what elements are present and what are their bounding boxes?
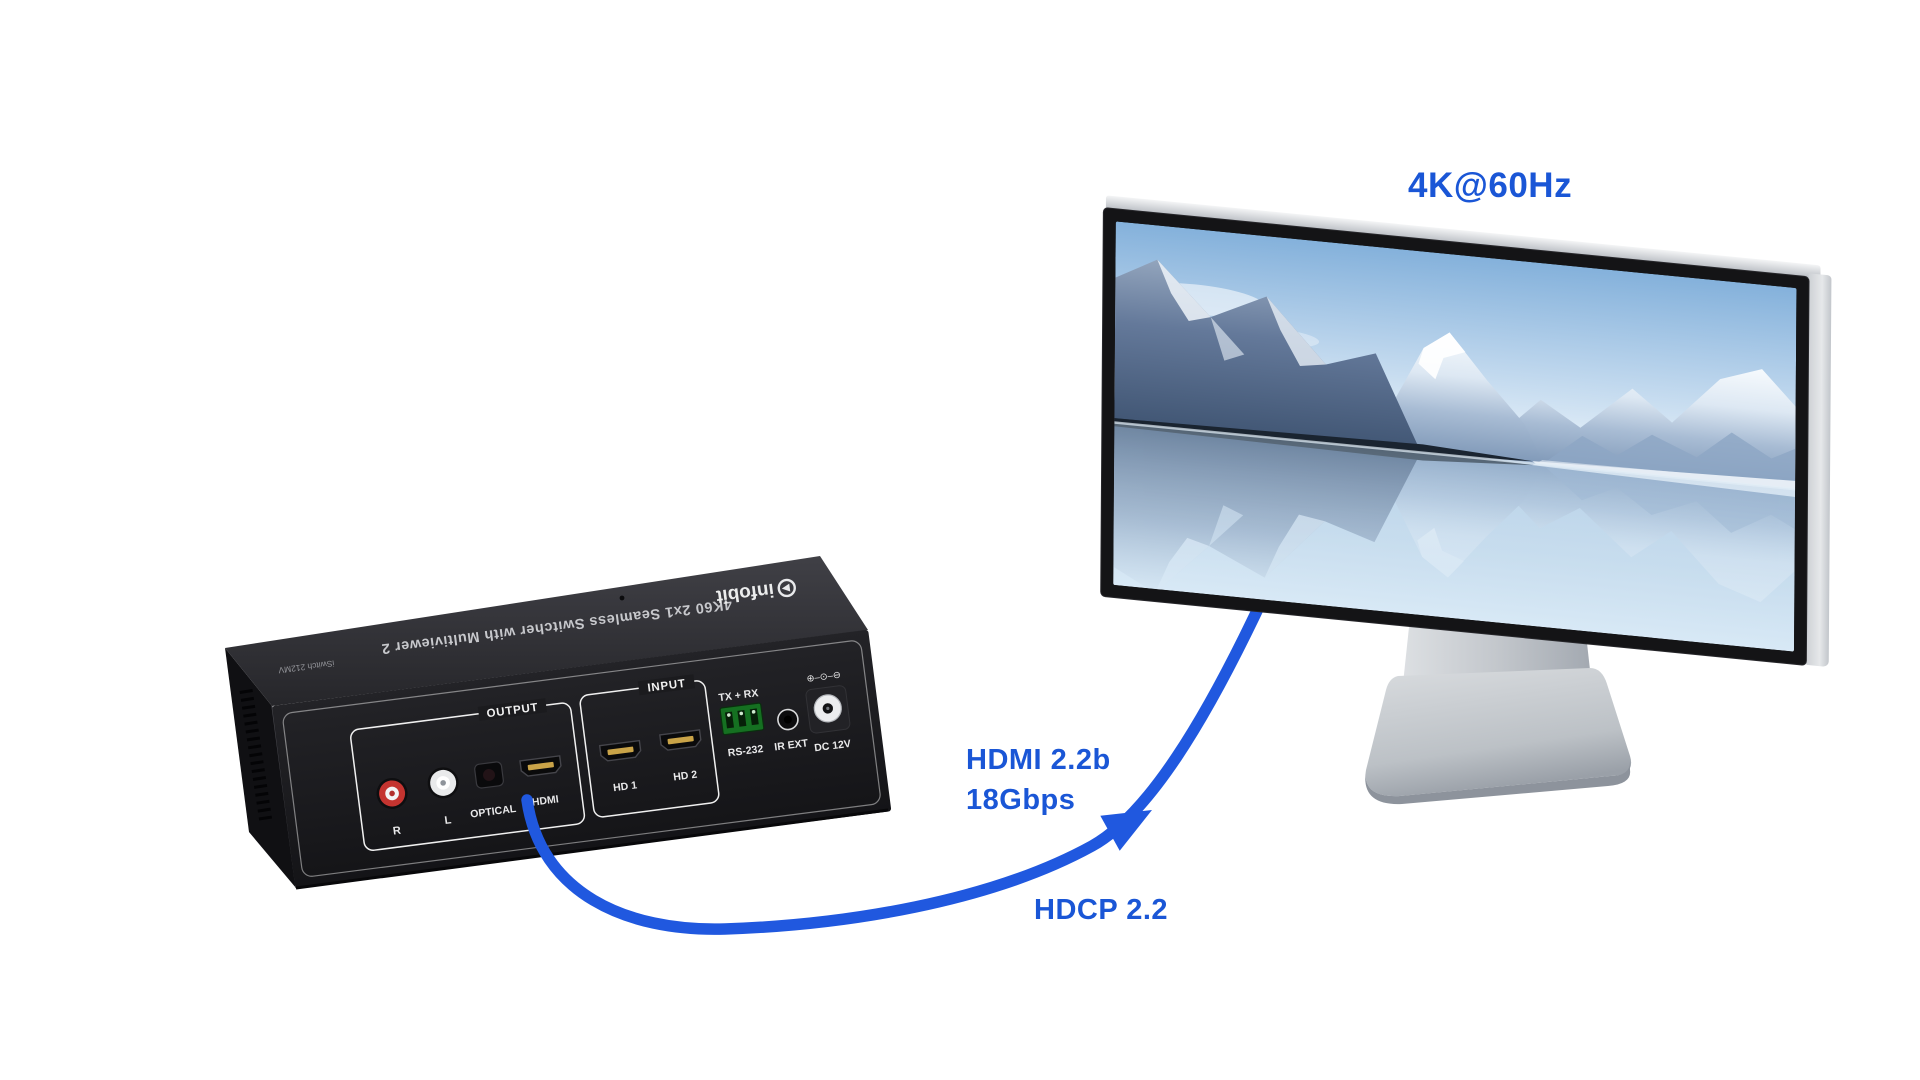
stand-base-edge [1365,762,1631,805]
port-label-ir-ext: IR EXT [774,737,810,753]
infobit-logo-icon [777,578,796,598]
label-cable-spec: HDMI 2.2b 18Gbps [966,740,1111,820]
cable-arrowhead-icon [1100,810,1152,851]
monitor-bezel [1100,207,1810,666]
port-audio-l [427,767,459,799]
port-label-hdmi: HDMI [531,793,559,808]
hdmi-cable [521,590,1270,935]
port-hdmi-in-1 [598,739,642,762]
port-hdmi-in-2 [659,729,702,751]
vent-slots [239,689,273,823]
port-ir-ext [777,708,799,731]
device-front-panel: OUTPUT R L [272,629,892,888]
port-label-hd1: HD 1 [612,779,637,794]
stand-base [1365,668,1632,797]
port-label-hd2: HD 2 [673,769,698,784]
rs232-top-label: TX + RX [718,687,759,704]
front-panel-pinstripe [282,640,881,877]
port-label-r: R [392,825,401,838]
horizon-line [1114,421,1796,491]
device-top-face [225,556,868,706]
label-cable-spec-line1: HDMI 2.2b [966,744,1111,776]
port-audio-r [376,777,408,809]
monitor-side-edge [1805,273,1832,668]
cable-path [521,590,1270,935]
top-screw-hole [619,595,625,601]
dc-polarity-icon: ⊕–⊙–⊖ [806,670,842,685]
output-label-plate [477,698,548,721]
device-bottom-edge [295,808,889,890]
front-face [272,629,892,888]
port-dc-12v [805,685,851,734]
input-group-label: INPUT [647,678,687,695]
switcher-device: 4K60 2x1 Seamless Switcher with Multivie… [225,556,892,890]
input-label-plate [637,674,696,696]
port-label-dc12v: DC 12V [814,738,852,755]
port-label-rs232: RS-232 [727,743,764,759]
monitor [1100,195,1833,680]
label-resolution: 4K@60Hz [1408,166,1573,205]
port-optical [474,761,504,789]
port-hdmi-out [519,755,562,777]
label-hdcp: HDCP 2.2 [1034,894,1169,926]
output-group-box [350,702,586,852]
monitor-screen [1113,221,1797,652]
port-rs232 [719,702,765,736]
port-label-l: L [444,814,452,827]
port-label-optical: OPTICAL [470,803,518,821]
water-haze [1113,422,1796,652]
label-cable-spec-line2: 18Gbps [966,784,1076,816]
infobit-logo-mark [781,583,791,592]
